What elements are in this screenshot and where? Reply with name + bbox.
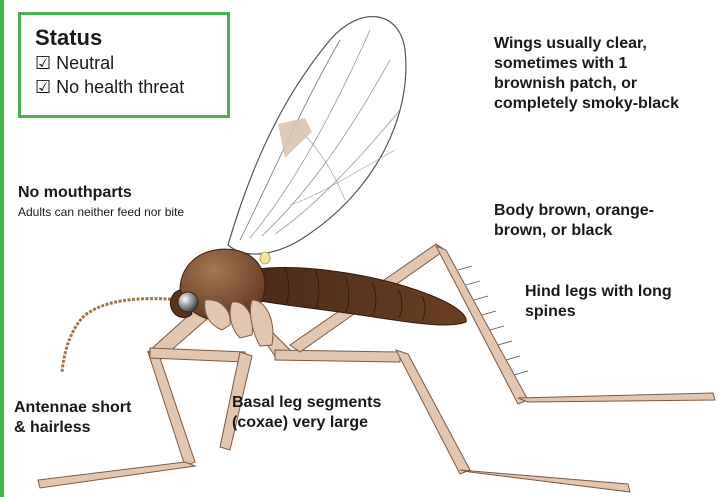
status-item-neutral: ☑ Neutral [35, 51, 227, 75]
label-mouthparts: No mouthparts [18, 183, 132, 203]
compound-eye [178, 292, 198, 312]
label-mouthparts-sub: Adults can neither feed nor bite [18, 205, 184, 220]
label-body: Body brown, orange- brown, or black [494, 201, 654, 241]
haltere [260, 252, 270, 264]
hind-leg [290, 244, 715, 404]
coxae [205, 300, 273, 346]
front-legs [38, 305, 252, 488]
antenna [62, 299, 180, 372]
hind-leg-spines [458, 266, 528, 375]
label-antennae: Antennae short & hairless [14, 398, 131, 438]
label-hind-legs: Hind legs with long spines [525, 282, 672, 322]
abdomen [250, 268, 466, 325]
label-wings: Wings usually clear, sometimes with 1 br… [494, 34, 679, 114]
label-coxae: Basal leg segments (coxae) very large [232, 393, 381, 433]
status-title: Status [35, 25, 227, 51]
status-item-health: ☑ No health threat [35, 75, 227, 99]
wing [228, 17, 406, 254]
status-panel: Status ☑ Neutral ☑ No health threat [18, 12, 230, 118]
